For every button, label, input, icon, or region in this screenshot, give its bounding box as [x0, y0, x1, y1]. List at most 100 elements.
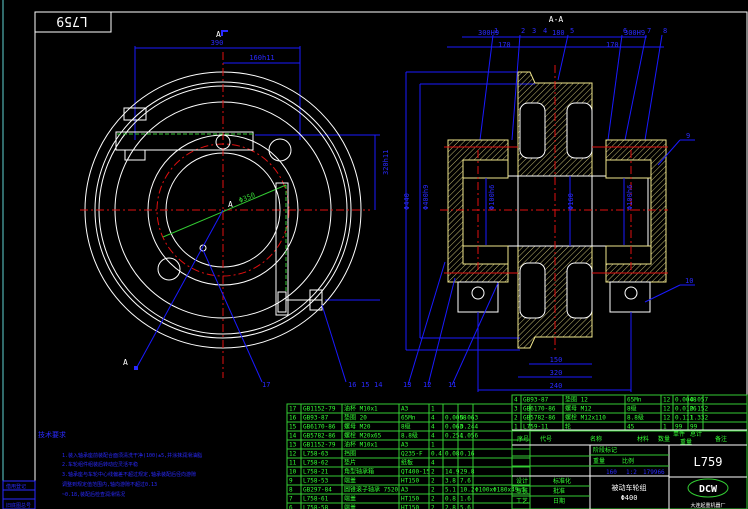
- sign-approve: 批准: [553, 487, 565, 495]
- table-cell: 15: [289, 424, 297, 431]
- bom-header-code: 代号: [540, 435, 552, 443]
- table-cell: 6: [289, 505, 293, 509]
- table-cell: 99: [690, 424, 698, 431]
- balloon-16: 16: [348, 381, 356, 389]
- table-cell: 17: [289, 406, 297, 413]
- title-line-1: 被动车轮组: [612, 483, 647, 492]
- table-cell: 12: [663, 406, 671, 413]
- bom-header-name: 名称: [590, 435, 602, 443]
- table-cell: 0.057: [690, 397, 708, 404]
- side-stamps: 借用登记 旧底图总号: [2, 480, 36, 509]
- table-cell: 角型轴承箱: [344, 468, 374, 476]
- table-cell: 端盖: [344, 504, 356, 509]
- table-cell: 0.4: [431, 451, 442, 458]
- table-cell: 45: [627, 424, 635, 431]
- table-cell: 螺母 M20: [344, 423, 371, 431]
- dim-diameter: Φ350: [238, 191, 257, 205]
- tech-title: 技术要求: [38, 430, 66, 439]
- table-cell: GB5782-86: [303, 433, 336, 440]
- table-cell: 2: [431, 487, 435, 494]
- table-cell: 0.254: [445, 433, 463, 440]
- table-cell: 垫圈 20: [344, 414, 367, 422]
- table-cell: Q235-F: [401, 451, 423, 458]
- table-cell: 0.16: [460, 451, 475, 458]
- bom-header-qty: 数量: [658, 435, 670, 443]
- bom-header-weight: 重量: [680, 438, 692, 446]
- balloon-11: 11: [448, 381, 456, 389]
- section-view: A-A 300H9 180 300H9 170 170 1 2 3 4 5 6 …: [403, 15, 695, 392]
- balloon-2: 2: [521, 27, 525, 35]
- table-cell: QT400-15: [401, 469, 430, 476]
- table-cell: L758-63: [303, 451, 329, 458]
- table-cell: L759-11: [523, 424, 549, 431]
- dim-top-2: 180: [552, 29, 565, 37]
- weight-value: 160: [606, 469, 617, 476]
- table-cell: 0.0058: [445, 415, 467, 422]
- table-cell: 3.8: [445, 478, 456, 485]
- tech-requirements: 技术要求 1.装入轴承座前装配合面须清洗干净(100)±5,并涂抹润滑油脂 2.…: [38, 430, 202, 498]
- center-label: A: [228, 200, 233, 209]
- balloon-14: 14: [374, 381, 382, 389]
- balloon-3: 3: [532, 27, 536, 35]
- drawing-code: L759: [694, 455, 723, 469]
- balloon-4: 4: [543, 27, 547, 35]
- table-cell: 13: [289, 442, 297, 449]
- table-cell: 8级: [401, 423, 411, 431]
- table-cell: 油杯 M10x1: [344, 405, 378, 413]
- signer-process: 工艺: [516, 497, 528, 505]
- table-cell: 4: [514, 397, 518, 404]
- tech-line-1: 1.装入轴承座前装配合面须清洗干净(100)±5,并涂抹润滑油脂: [62, 452, 202, 459]
- table-cell: 8级: [627, 405, 637, 413]
- table-cell: 1.332: [690, 415, 708, 422]
- table-cell: 5.1: [445, 487, 456, 494]
- dim-inner-3: Φ100h6: [626, 185, 634, 210]
- table-cell: GB1152-79: [303, 406, 336, 413]
- section-title: A-A: [549, 15, 564, 24]
- table-cell: 16: [289, 415, 297, 422]
- table-cell: 油杯 M10x1: [344, 441, 378, 449]
- stage-label: 阶段标记: [593, 446, 617, 454]
- balloon-15: 15: [361, 381, 369, 389]
- table-cell: 4: [431, 433, 435, 440]
- tech-line-4: 调整到规定值范围内,轴向游隙不超过0.13: [62, 481, 157, 488]
- table-cell: 8.8级: [401, 432, 418, 440]
- section-marker-bottom: A: [123, 358, 128, 367]
- dim-half-width: 160h11: [249, 54, 274, 62]
- table-cell: 29.8: [460, 469, 475, 476]
- bom-header-material: 材料: [637, 435, 649, 443]
- bom-header-remark: 备注: [715, 435, 727, 443]
- table-cell: 12: [289, 451, 297, 458]
- table-cell: 4: [431, 424, 435, 431]
- company-logo: DCW: [699, 484, 718, 495]
- table-cell: 1: [514, 424, 518, 431]
- bom-header-total: 总计: [690, 430, 702, 438]
- table-cell: 0.111: [675, 415, 693, 422]
- dim-inner-1: Φ100h6: [488, 185, 496, 210]
- table-cell: HT150: [401, 505, 419, 509]
- table-cell: 10.2: [460, 487, 475, 494]
- table-cell: 0.063: [460, 415, 478, 422]
- table-cell: 0.08: [445, 451, 460, 458]
- balloon-1: 1: [494, 27, 498, 35]
- table-cell: 7.6: [460, 478, 471, 485]
- bom-header-seq: 序号: [517, 435, 529, 443]
- table-cell: 12: [663, 415, 671, 422]
- balloon-8: 8: [663, 27, 667, 35]
- table-cell: 1: [431, 442, 435, 449]
- table-cell: 8.8级: [627, 414, 644, 422]
- dim-top-width: 390: [211, 39, 224, 47]
- code-box: [34, 11, 112, 33]
- table-cell: 端盖: [344, 495, 356, 503]
- table-cell: 0.0126: [675, 406, 697, 413]
- table-cell: 挡圈: [344, 450, 356, 458]
- table-row: [511, 421, 748, 432]
- title-line-2: Φ400: [621, 494, 638, 502]
- table-cell: GB297-84: [303, 487, 332, 494]
- drawing-frame: [34, 11, 748, 509]
- table-cell: 11: [289, 460, 297, 467]
- table-cell: 14.9: [445, 469, 460, 476]
- table-cell: 65Mn: [627, 397, 642, 404]
- table-cell: 轮: [565, 423, 571, 431]
- table-cell: GB5782-86: [523, 415, 556, 422]
